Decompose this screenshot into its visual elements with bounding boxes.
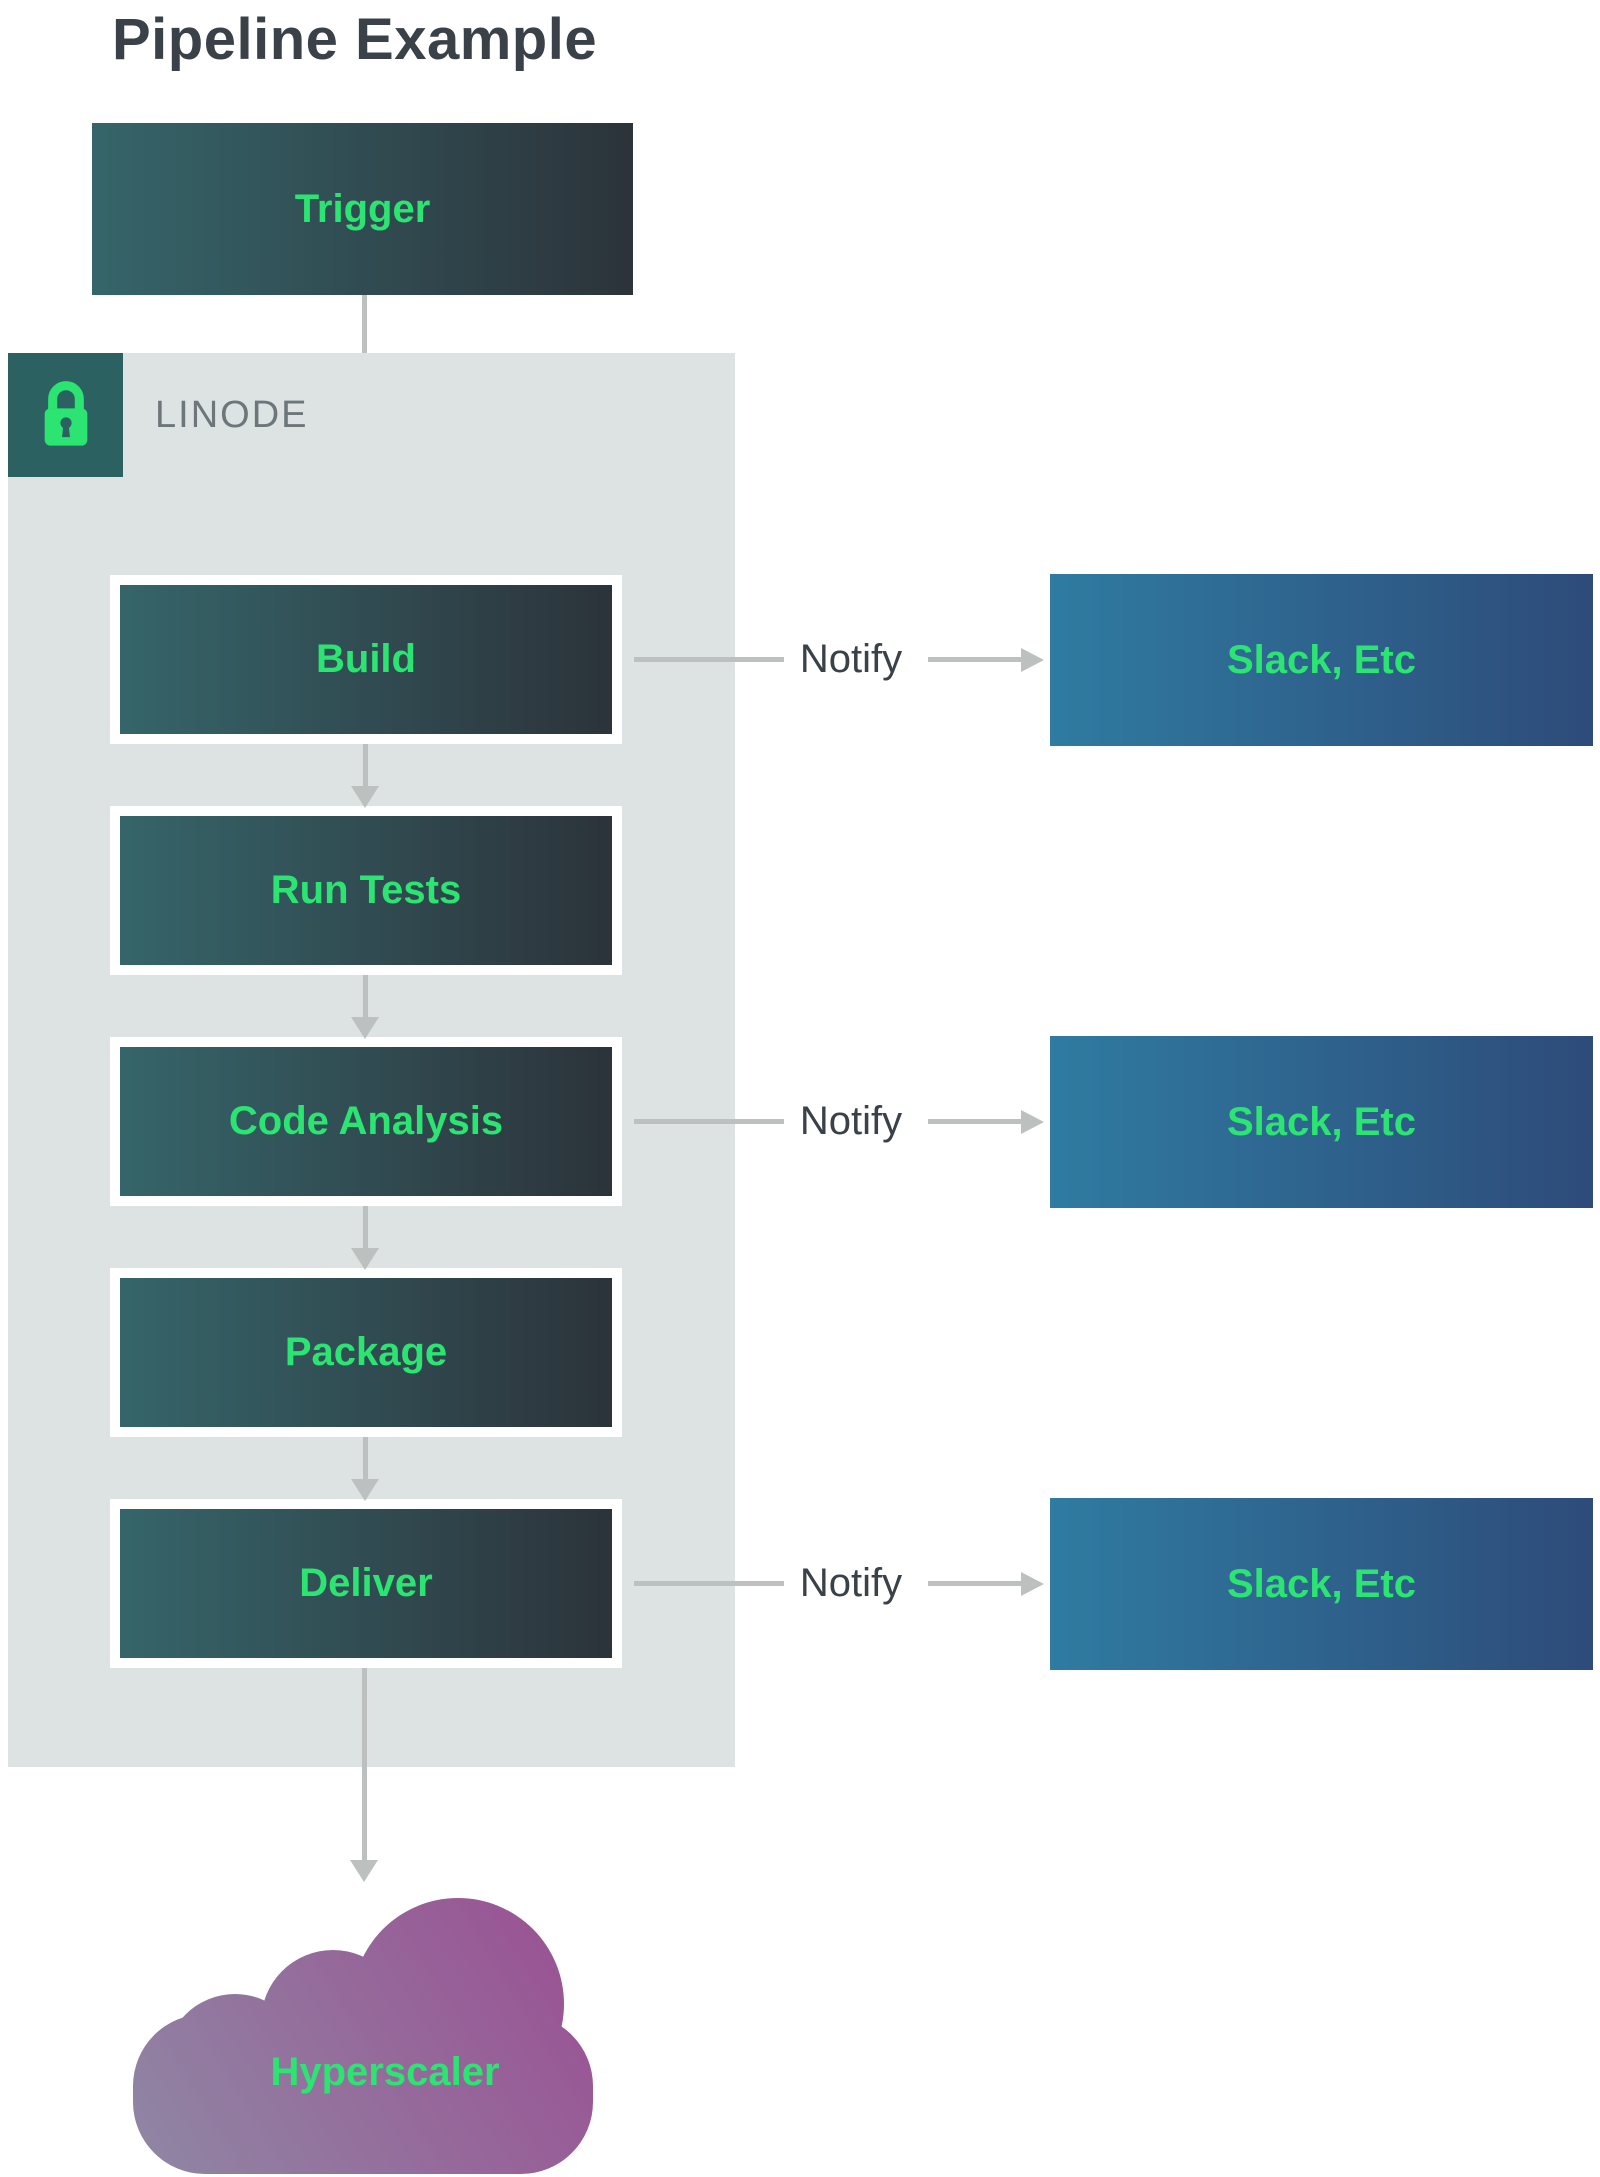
notify-target-codeanalysis-label: Slack, Etc [1226, 1099, 1416, 1144]
arrowhead-package-to-deliver-icon [351, 1479, 379, 1501]
arrow-build-to-runtests [363, 744, 368, 786]
arrow-codeanalysis-to-package [363, 1206, 368, 1248]
stage-code-analysis-label: Code Analysis [228, 1099, 504, 1143]
stage-run-tests-label: Run Tests [270, 868, 462, 912]
arrowhead-build-to-runtests-icon [351, 786, 379, 808]
provider-label: LINODE [155, 394, 309, 436]
stage-run-tests: Run Tests [110, 806, 622, 975]
notify-arrow-codeanalysis [928, 1119, 1021, 1124]
notify-arrowhead-codeanalysis-icon [1021, 1110, 1044, 1134]
cloud-icon [133, 1898, 593, 2174]
notify-line-codeanalysis [634, 1119, 784, 1124]
notify-target-deliver: Slack, Etc [1050, 1498, 1593, 1670]
notify-line-build [634, 657, 784, 662]
arrow-runtests-to-codeanalysis [363, 975, 368, 1017]
arrow-package-to-deliver [363, 1437, 368, 1479]
notify-arrowhead-build-icon [1021, 648, 1044, 672]
stage-deliver: Deliver [110, 1499, 622, 1668]
stage-deliver-label: Deliver [299, 1561, 433, 1605]
notify-target-deliver-label: Slack, Etc [1226, 1561, 1416, 1606]
stage-build-label: Build [316, 637, 416, 681]
lock-icon [44, 381, 87, 446]
notify-label-deliver: Notify [799, 1561, 903, 1605]
trigger-label: Trigger [294, 186, 431, 231]
trigger-node: Trigger [92, 123, 633, 295]
notify-arrowhead-deliver-icon [1021, 1572, 1044, 1596]
page-title: Pipeline Example [112, 7, 598, 72]
notify-arrow-build [928, 657, 1021, 662]
stage-package: Package [110, 1268, 622, 1437]
arrowhead-deliver-to-hyperscaler-icon [350, 1860, 378, 1882]
stage-package-label: Package [284, 1330, 448, 1374]
stage-build: Build [110, 575, 622, 744]
notify-target-build: Slack, Etc [1050, 574, 1593, 746]
arrowhead-codeanalysis-to-package-icon [351, 1248, 379, 1270]
notify-label-codeanalysis: Notify [799, 1099, 903, 1143]
notify-line-deliver [634, 1581, 784, 1586]
arrowhead-runtests-to-codeanalysis-icon [351, 1017, 379, 1039]
stage-code-analysis: Code Analysis [110, 1037, 622, 1206]
hyperscaler-label: Hyperscaler [270, 2050, 500, 2094]
arrow-deliver-to-hyperscaler [362, 1668, 367, 1860]
lock-badge [8, 353, 123, 477]
notify-arrow-deliver [928, 1581, 1021, 1586]
notify-target-build-label: Slack, Etc [1226, 637, 1416, 682]
notify-label-build: Notify [799, 637, 903, 681]
notify-target-codeanalysis: Slack, Etc [1050, 1036, 1593, 1208]
